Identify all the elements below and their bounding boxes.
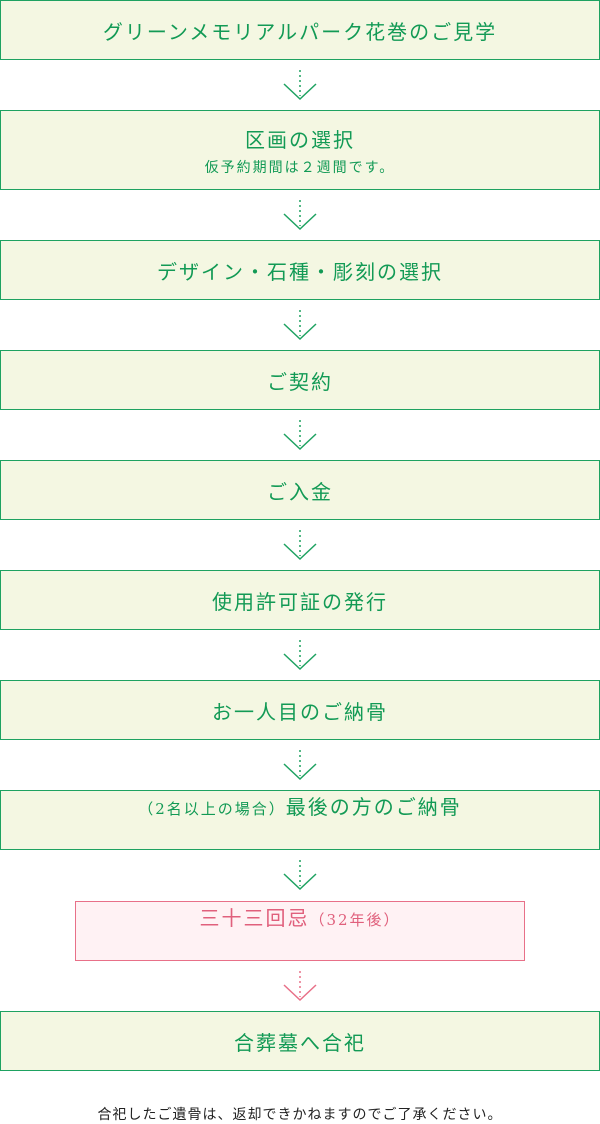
- arrow-down-icon: [283, 70, 317, 101]
- arrow-down-icon: [283, 860, 317, 891]
- arrow-down-icon: [283, 971, 317, 1002]
- step-prefix: （2名以上の場合）: [138, 800, 286, 818]
- step-suffix: （32年後）: [309, 911, 401, 929]
- arrow-down-icon: [283, 420, 317, 451]
- step-first-interment: お一人目のご納骨: [0, 680, 600, 740]
- arrow-down-icon: [283, 530, 317, 561]
- step-label: お一人目のご納骨: [212, 699, 388, 724]
- arrow-down-icon: [283, 310, 317, 341]
- arrow-down-icon: [283, 640, 317, 671]
- step-plot-selection: 区画の選択仮予約期間は２週間です。: [0, 110, 600, 190]
- step-visit: グリーンメモリアルパーク花巻のご見学: [0, 0, 600, 60]
- step-label: デザイン・石種・彫刻の選択: [157, 259, 443, 284]
- step-last-interment: （2名以上の場合）最後の方のご納骨: [0, 790, 600, 850]
- step-contract: ご契約: [0, 350, 600, 410]
- step-label: グリーンメモリアルパーク花巻のご見学: [102, 19, 498, 44]
- step-label: 使用許可証の発行: [212, 589, 388, 614]
- step-label: ご契約: [267, 369, 333, 394]
- step-label: 三十三回忌: [199, 906, 310, 930]
- step-label: 区画の選択: [245, 127, 355, 152]
- step-permit: 使用許可証の発行: [0, 570, 600, 630]
- step-design: デザイン・石種・彫刻の選択: [0, 240, 600, 300]
- step-33rd-memorial: 三十三回忌（32年後）: [75, 901, 525, 961]
- step-label: ご入金: [267, 479, 333, 504]
- footnote: 合祀したご遺骨は、返却できかねますのでご了承ください。: [97, 1107, 503, 1123]
- arrow-down-icon: [283, 200, 317, 231]
- arrow-down-icon: [283, 750, 317, 781]
- step-sublabel: 仮予約期間は２週間です。: [204, 159, 396, 176]
- step-label: 合葬墓へ合祀: [234, 1030, 366, 1055]
- step-joint-burial: 合葬墓へ合祀: [0, 1011, 600, 1071]
- step-payment: ご入金: [0, 460, 600, 520]
- step-label: 最後の方のご納骨: [285, 795, 462, 819]
